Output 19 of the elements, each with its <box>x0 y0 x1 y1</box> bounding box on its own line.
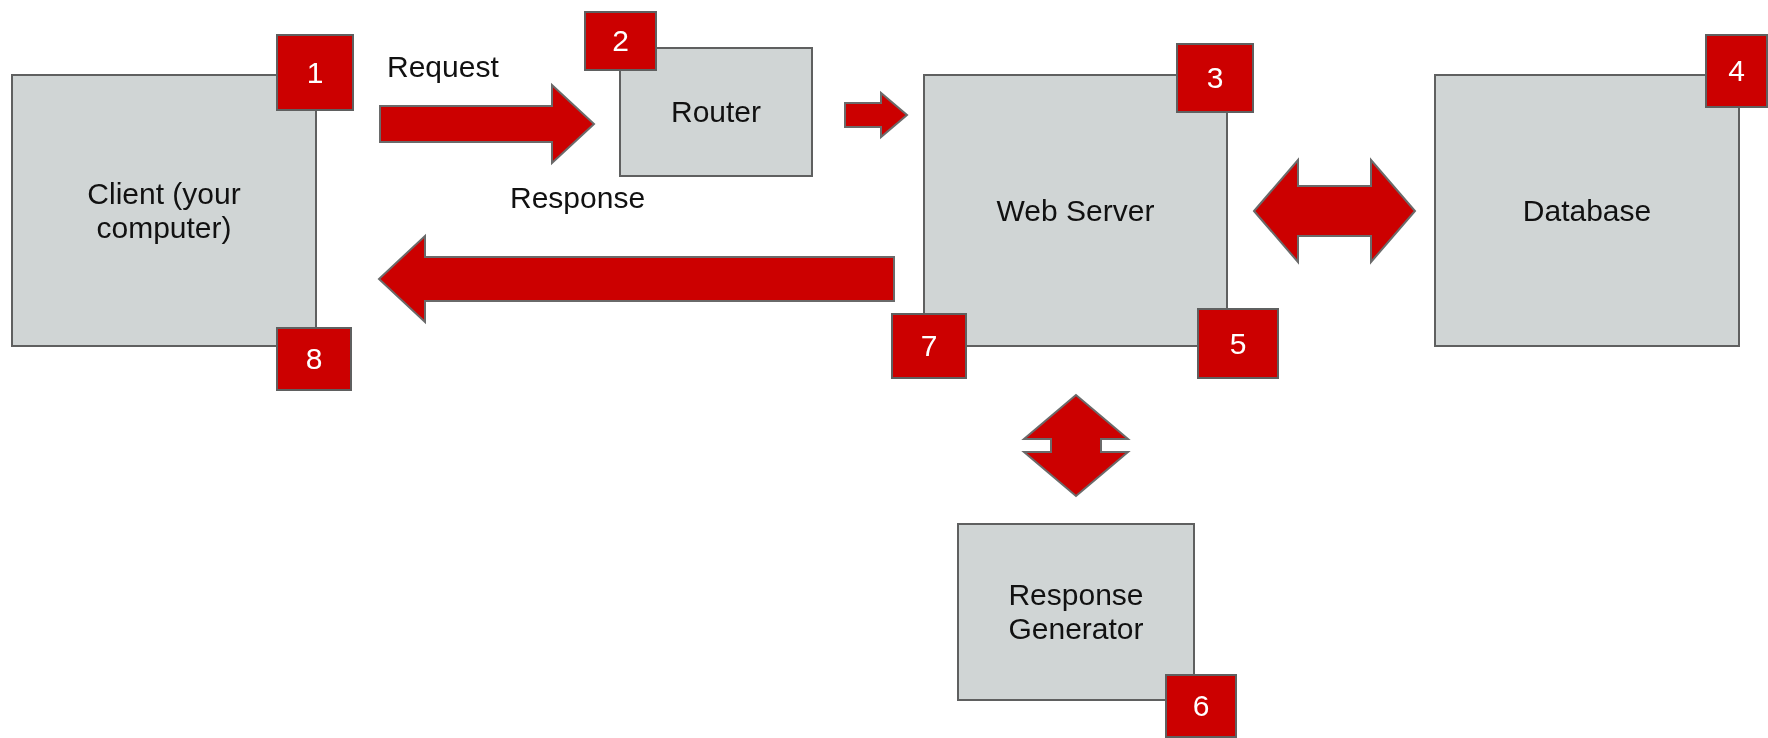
box-label: Client (your computer) <box>86 176 242 245</box>
step-number-badge: 2 <box>584 11 657 71</box>
step-number-badge: 6 <box>1165 674 1237 738</box>
block-arrow <box>379 82 596 166</box>
step-number-badge: 1 <box>276 34 354 111</box>
step-number-badge: 7 <box>891 313 967 379</box>
step-number-badge: 4 <box>1705 34 1768 108</box>
box-label: Response Generator <box>1007 578 1145 646</box>
block-arrow <box>377 233 895 325</box>
box-label: Router <box>669 95 762 129</box>
box-label: Web Server <box>995 193 1156 228</box>
step-number-badge: 3 <box>1176 43 1254 113</box>
step-number-badge: 8 <box>276 327 352 391</box>
step-number-badge: 5 <box>1197 308 1279 379</box>
double-block-arrow <box>1252 157 1417 265</box>
block-arrow <box>844 90 909 140</box>
box-label: Database <box>1521 193 1653 228</box>
component-box <box>957 523 1195 701</box>
double-block-arrow <box>1021 393 1131 498</box>
